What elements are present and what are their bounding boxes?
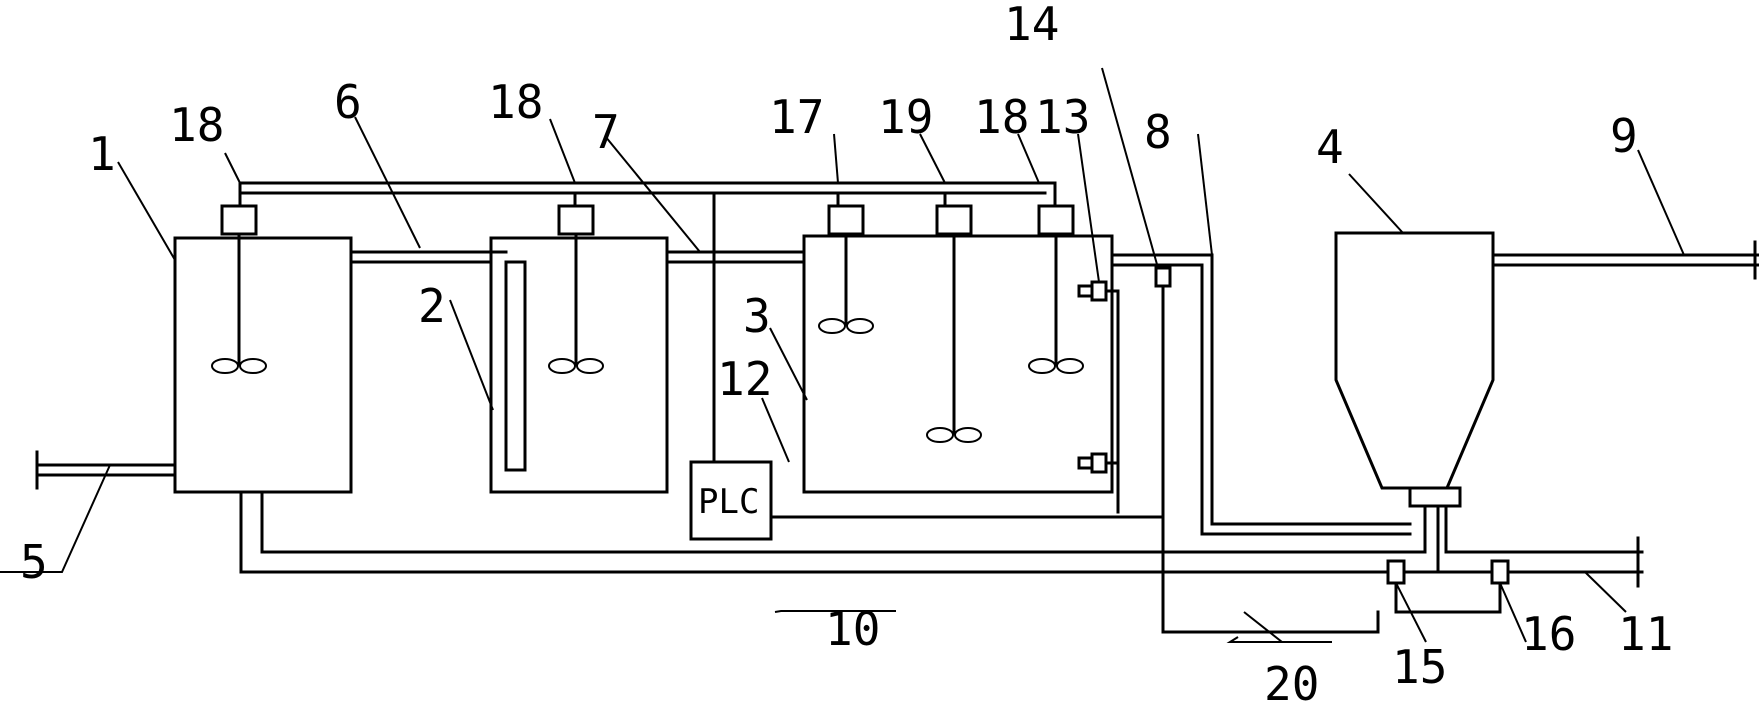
leader-lines bbox=[0, 67, 1685, 643]
tank-2 bbox=[489, 236, 669, 494]
motor-19 bbox=[935, 204, 973, 236]
label-4: 4 bbox=[1316, 120, 1344, 174]
baffle-tank2 bbox=[504, 260, 527, 472]
stirrer-19 bbox=[926, 232, 982, 443]
valve-16 bbox=[1490, 559, 1510, 585]
stirrer-17 bbox=[818, 232, 874, 334]
label-11: 11 bbox=[1618, 607, 1673, 661]
pipe-7 bbox=[665, 250, 806, 264]
sensor-14 bbox=[1154, 266, 1172, 514]
stirrer-18-tank3 bbox=[1028, 232, 1084, 374]
label-12: 12 bbox=[717, 352, 772, 406]
label-16: 16 bbox=[1521, 607, 1576, 661]
label-10: 10 bbox=[825, 602, 880, 656]
label-6: 6 bbox=[334, 75, 362, 129]
label-9: 9 bbox=[1610, 109, 1638, 163]
label-3: 3 bbox=[743, 289, 771, 343]
plc-box bbox=[689, 460, 773, 541]
tank-1 bbox=[173, 236, 353, 494]
label-18-tank1: 18 bbox=[169, 98, 224, 152]
label-14: 14 bbox=[1004, 0, 1059, 51]
stirrer-tank2 bbox=[548, 232, 604, 374]
motor-tank1 bbox=[220, 204, 258, 236]
label-5: 5 bbox=[20, 535, 48, 589]
hopper-outlet bbox=[1408, 486, 1462, 508]
stirrer-tank1 bbox=[211, 232, 267, 374]
hopper-4 bbox=[1334, 231, 1495, 490]
label-17: 17 bbox=[769, 90, 824, 144]
label-1: 1 bbox=[88, 127, 116, 181]
motor-17 bbox=[827, 204, 865, 236]
label-19: 19 bbox=[878, 90, 933, 144]
pipe-5 bbox=[35, 450, 177, 490]
label-2: 2 bbox=[418, 279, 446, 333]
tank-3 bbox=[802, 234, 1114, 494]
pipe-8 bbox=[1110, 253, 1412, 536]
sensors-13 bbox=[1077, 280, 1120, 514]
plc-label: PLC bbox=[698, 482, 759, 522]
label-18-tank3: 18 bbox=[974, 90, 1029, 144]
pipe-10 bbox=[239, 490, 1440, 574]
label-15: 15 bbox=[1392, 640, 1447, 694]
control-bus bbox=[238, 181, 1057, 464]
label-20: 20 bbox=[1264, 657, 1319, 707]
label-13: 13 bbox=[1035, 90, 1090, 144]
label-18-tank2: 18 bbox=[488, 75, 543, 129]
label-8: 8 bbox=[1144, 105, 1172, 159]
pipe-9 bbox=[1491, 240, 1759, 280]
valve-15 bbox=[1386, 559, 1502, 614]
motor-tank2 bbox=[557, 204, 595, 236]
motor-18-tank3 bbox=[1037, 204, 1075, 236]
pipe-6 bbox=[349, 250, 508, 264]
label-7: 7 bbox=[592, 105, 620, 159]
pipe-11 bbox=[1436, 504, 1644, 588]
